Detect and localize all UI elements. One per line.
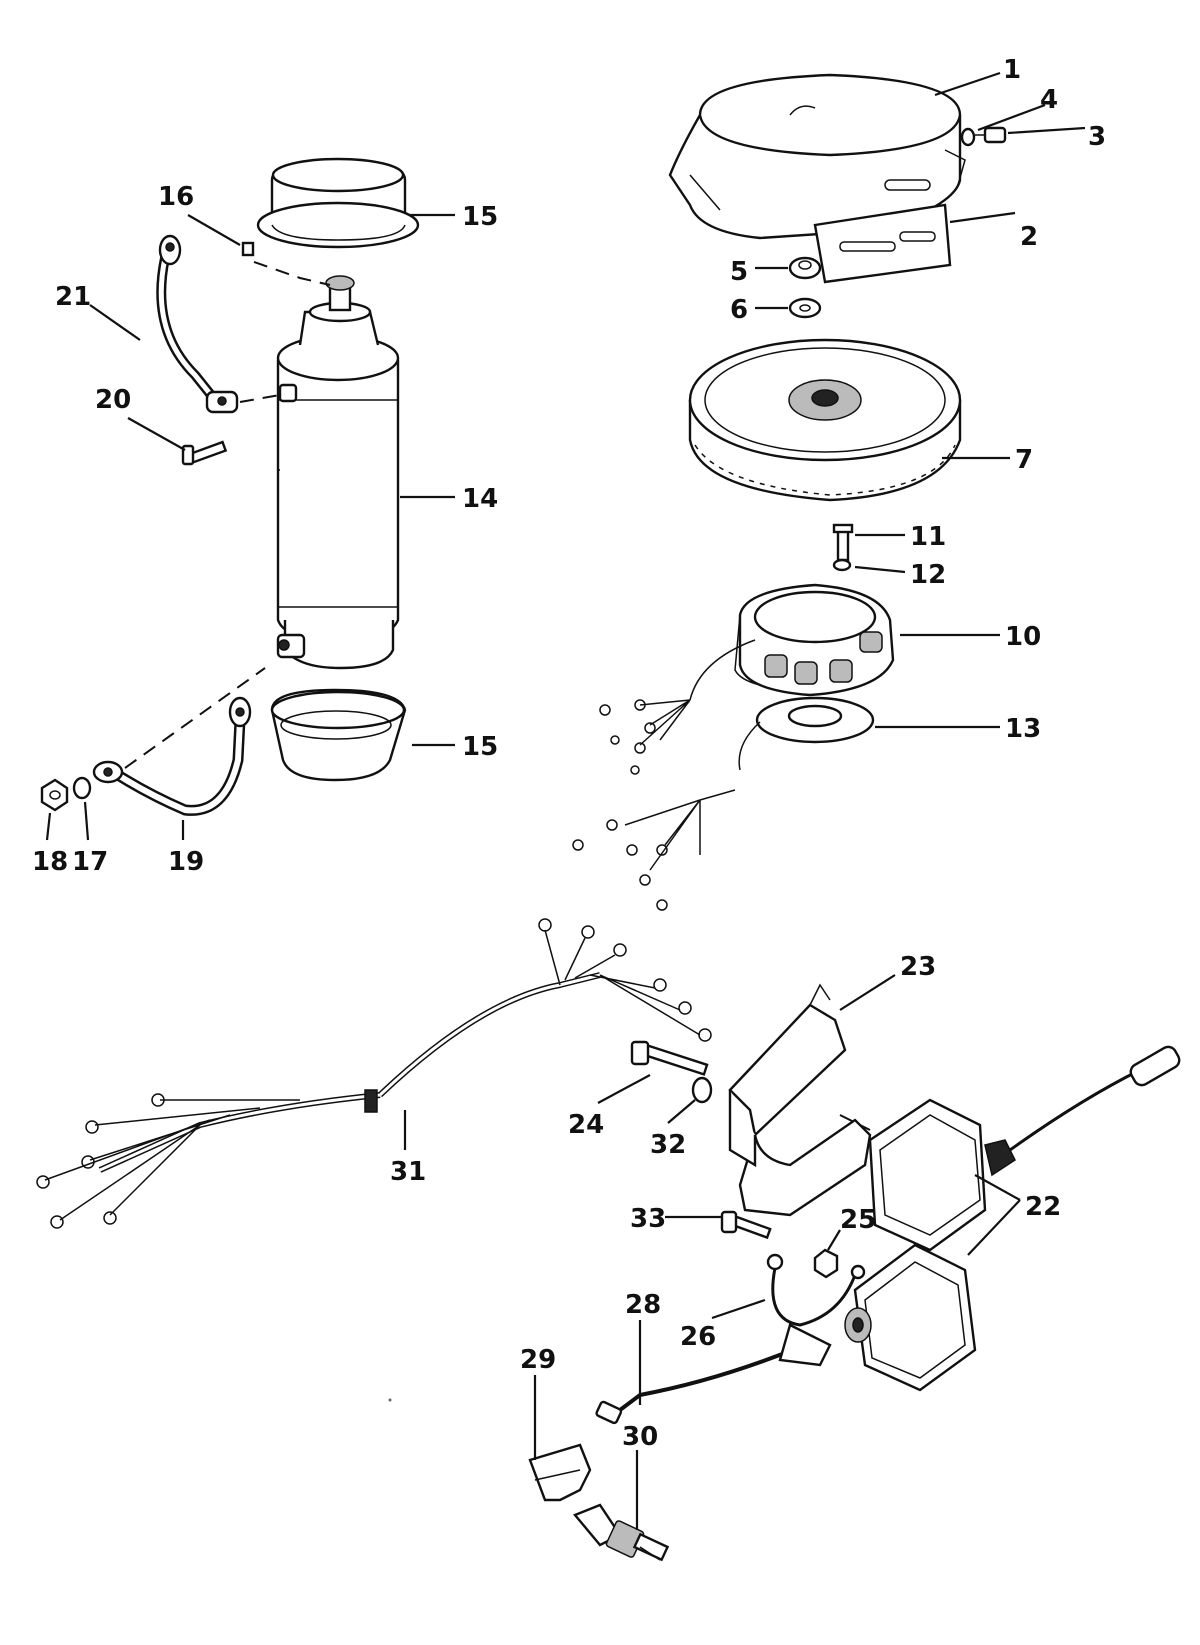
leader-lines	[45, 71, 1086, 1530]
washer-part-17	[72, 776, 92, 800]
callout-3: 3	[1088, 122, 1106, 152]
callout-13: 13	[1005, 714, 1041, 744]
callout-24: 24	[568, 1110, 604, 1140]
callout-21: 21	[55, 282, 91, 312]
callout-14: 14	[462, 484, 498, 514]
callout-11: 11	[910, 522, 946, 552]
bolt-part-24	[630, 1040, 709, 1076]
screw-part-3	[975, 126, 1007, 144]
stator-part-10	[599, 583, 895, 775]
callout-15-top: 15	[462, 202, 498, 232]
spacer-part-15-bottom	[270, 688, 407, 782]
callout-18: 18	[32, 847, 68, 877]
washer-part-32	[691, 1076, 713, 1104]
screw-part-20	[181, 440, 228, 466]
harness-part-31	[36, 918, 712, 1229]
nut-part-5	[788, 256, 822, 280]
washer-part-4	[960, 127, 976, 147]
spark-plug-part-30	[573, 1503, 670, 1562]
callout-29: 29	[520, 1345, 556, 1375]
callout-26: 26	[680, 1322, 716, 1352]
bracket-part-23	[728, 983, 872, 1217]
callout-25: 25	[840, 1205, 876, 1235]
callout-15-bottom: 15	[462, 732, 498, 762]
callout-1: 1	[1003, 55, 1021, 85]
nut-part-18	[40, 778, 69, 812]
callout-28: 28	[625, 1290, 661, 1320]
ignition-coil-part-22-upper	[868, 1045, 1181, 1252]
clip-part-16	[241, 241, 255, 257]
callout-6: 6	[730, 295, 748, 325]
flywheel-part-7	[688, 338, 962, 502]
screw-part-33	[720, 1210, 772, 1240]
callout-30: 30	[622, 1422, 658, 1452]
ground-strap-part-26	[766, 1253, 866, 1327]
callout-labels: 1 2 3 4 5 6 7 10 11 12 13 14 15 15 16 17…	[32, 55, 1106, 1452]
washer-part-12	[832, 558, 852, 572]
nut-part-25	[813, 1248, 839, 1279]
callout-16: 16	[158, 182, 194, 212]
callout-17: 17	[72, 847, 108, 877]
ignition-coil-part-22-lower	[844, 1243, 977, 1392]
flywheel-cover-part-1	[668, 73, 966, 240]
callout-10: 10	[1005, 622, 1041, 652]
callout-31: 31	[390, 1157, 426, 1187]
callout-19: 19	[168, 847, 204, 877]
spacer-part-15-top	[256, 157, 420, 249]
speck	[388, 1398, 392, 1402]
callout-32: 32	[650, 1130, 686, 1160]
screw-part-11	[832, 523, 854, 562]
cable-part-21	[156, 234, 239, 414]
boot-part-29	[528, 1443, 592, 1502]
callout-22: 22	[1025, 1192, 1061, 1222]
callout-5: 5	[730, 257, 748, 287]
callout-33: 33	[630, 1204, 666, 1234]
callout-4: 4	[1040, 85, 1058, 115]
washer-part-6	[788, 297, 822, 319]
callout-20: 20	[95, 385, 131, 415]
callout-23: 23	[900, 952, 936, 982]
starter-motor-part-14	[276, 275, 400, 670]
callout-7: 7	[1015, 445, 1033, 475]
trigger-part-13	[572, 696, 875, 911]
plate-part-2	[813, 203, 952, 284]
callout-2: 2	[1020, 222, 1038, 252]
spark-lead-part-28	[595, 1323, 832, 1425]
callout-12: 12	[910, 560, 946, 590]
cable-part-19	[92, 696, 252, 816]
